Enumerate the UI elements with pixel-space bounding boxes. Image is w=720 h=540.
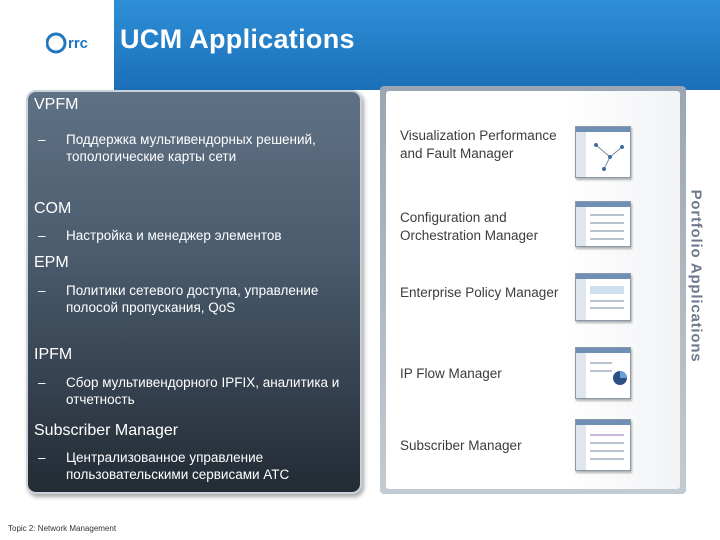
bullet-text: Политики сетевого доступа, управление по… <box>66 283 319 315</box>
bullet-text: Сбор мультивендорного IPFIX, аналитика и… <box>66 375 340 407</box>
bullet-epm: – Политики сетевого доступа, управление … <box>38 282 348 336</box>
bullet-dash: – <box>38 283 46 298</box>
side-title-text: Portfolio Applications <box>687 189 705 363</box>
section-title-subscriber-manager: Subscriber Manager <box>34 422 179 439</box>
section-title-epm: EPM <box>34 254 69 271</box>
page-title: UCM Applications <box>120 24 355 54</box>
footer-topic: Topic 2: Network Management <box>8 524 117 533</box>
right-margin-strip <box>706 90 720 500</box>
device-list-screenshot-icon <box>575 201 631 247</box>
header-band <box>38 0 720 90</box>
bullet-dash: – <box>38 132 46 147</box>
pie-chart-screenshot-icon <box>575 347 631 399</box>
bullet-dash: – <box>38 450 46 465</box>
portfolio-panel <box>386 91 680 489</box>
rrc-logo-icon: rrc <box>46 32 88 54</box>
policy-table-screenshot-icon <box>575 273 631 321</box>
bullet-text: Централизованное управление пользователь… <box>66 450 290 482</box>
bullet-subscriber-manager: – Централизованное управление пользовате… <box>38 449 348 485</box>
features-panel <box>26 90 362 494</box>
bullet-text: Поддержка мультивендорных решений, топол… <box>66 132 316 164</box>
section-title-ipfm: IPFM <box>34 346 73 363</box>
bullet-vpfm: – Поддержка мультивендорных решений, топ… <box>38 131 348 185</box>
bullet-dash: – <box>38 228 46 243</box>
bullet-text: Настройка и менеджер элементов <box>66 228 282 243</box>
app-label-epm: Enterprise Policy Manager <box>400 285 559 300</box>
app-label-subscriber-manager: Subscriber Manager <box>400 438 522 453</box>
logo: rrc <box>38 0 114 90</box>
bullet-dash: – <box>38 375 46 390</box>
bullet-com: – Настройка и менеджер элементов <box>38 227 348 245</box>
app-label-vpfm: Visualization Performance and Fault Mana… <box>400 128 557 161</box>
subscriber-list-screenshot-icon <box>575 419 631 471</box>
section-title-com: COM <box>34 200 72 217</box>
svg-text:rrc: rrc <box>68 35 88 52</box>
app-label-ipfm: IP Flow Manager <box>400 366 502 381</box>
network-map-screenshot-icon <box>575 126 631 178</box>
portfolio-side-title: Portfolio Applications <box>684 186 708 366</box>
app-label-com: Configuration and Orchestration Manager <box>400 210 539 243</box>
bullet-ipfm: – Сбор мультивендорного IPFIX, аналитика… <box>38 374 348 410</box>
section-title-vpfm: VPFM <box>34 96 79 113</box>
